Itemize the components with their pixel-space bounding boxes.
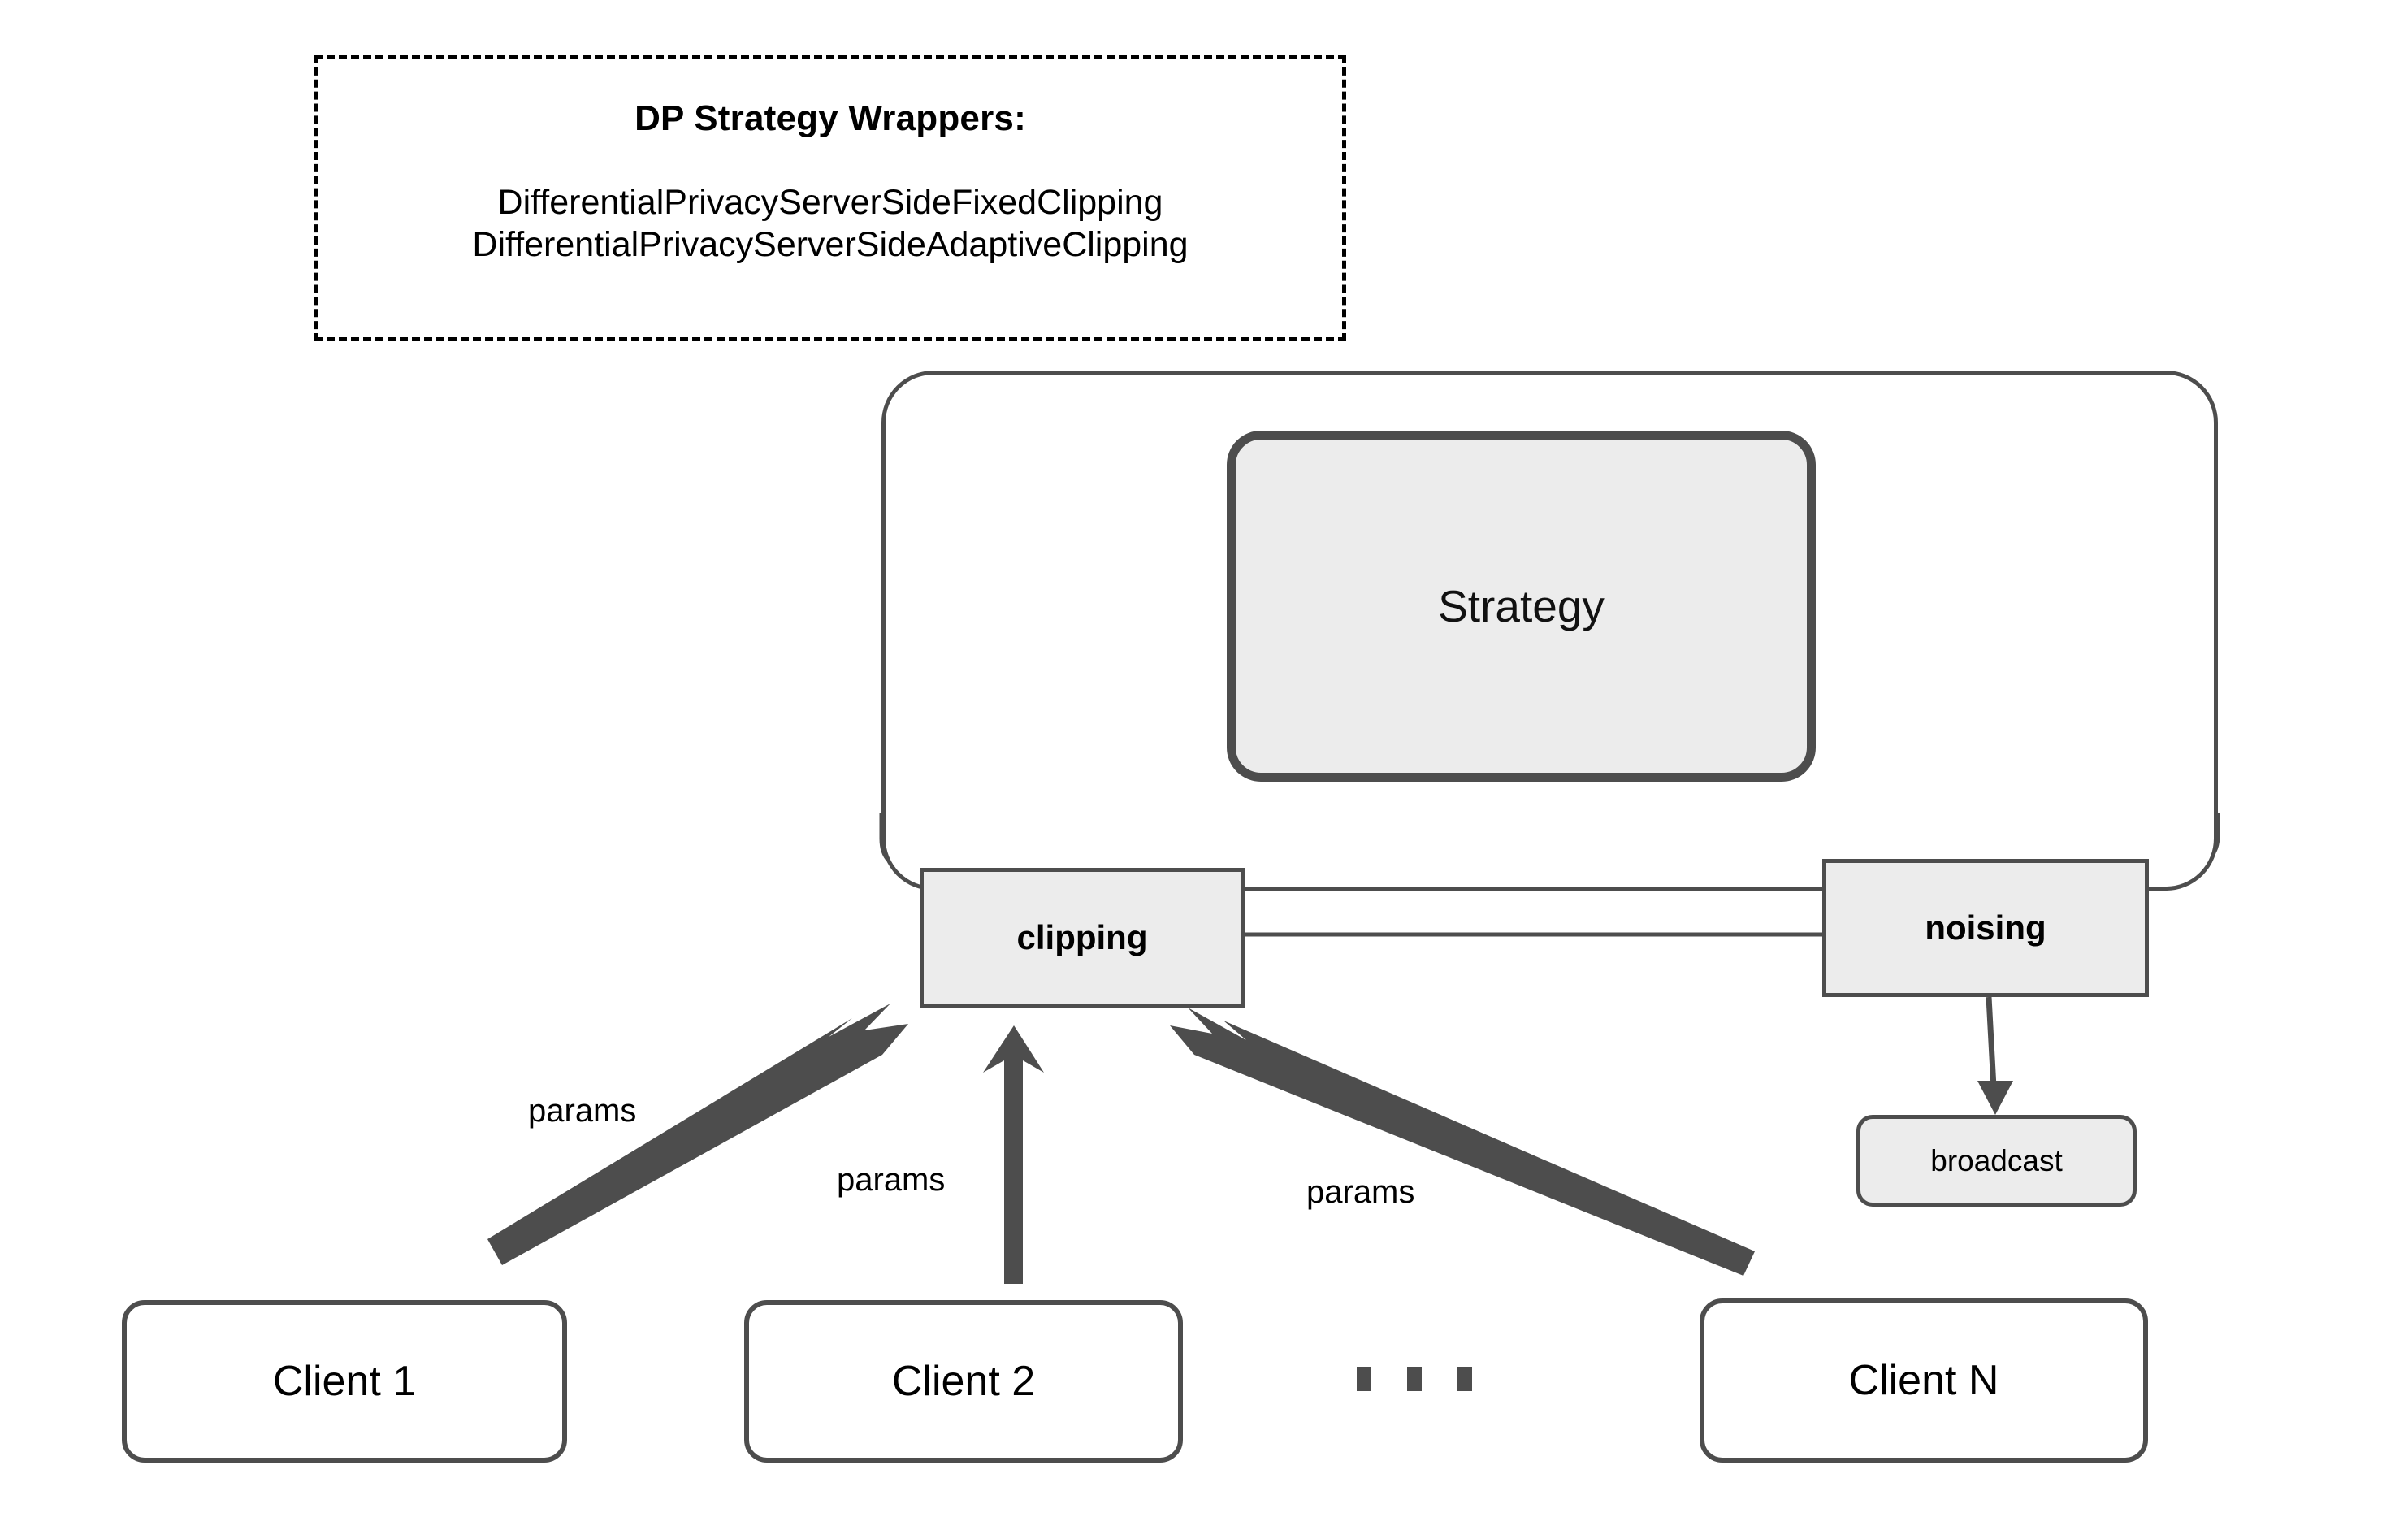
ellipsis-dot (1407, 1367, 1422, 1391)
clipping-node[interactable]: clipping (920, 868, 1245, 1008)
edge-label-params-client-1: params (528, 1093, 637, 1129)
client-2-label: Client 2 (891, 1358, 1036, 1405)
wrapper-name-fixed-clipping: DifferentialPrivacyServerSideFixedClippi… (497, 183, 1163, 222)
client-node-1[interactable]: Client 1 (122, 1300, 567, 1463)
wrapper-name-adaptive-clipping: DifferentialPrivacyServerSideAdaptiveCli… (472, 225, 1189, 265)
noising-node[interactable]: noising (1822, 859, 2149, 997)
note-wrapper-list: DifferentialPrivacyServerSideFixedClippi… (472, 181, 1188, 267)
client-2-params-arrow (983, 1025, 1044, 1284)
ellipsis-dot (1457, 1367, 1472, 1391)
broadcast-label: broadcast (1930, 1143, 2063, 1177)
client-1-params-arrow (487, 1004, 908, 1265)
dp-strategy-wrappers-note: DP Strategy Wrappers: DifferentialPrivac… (314, 55, 1346, 341)
strategy-node[interactable]: Strategy (1227, 431, 1816, 782)
client-1-label: Client 1 (272, 1358, 417, 1405)
client-node-2[interactable]: Client 2 (744, 1300, 1183, 1463)
clipping-label: clipping (1016, 918, 1148, 956)
note-title: DP Strategy Wrappers: (634, 98, 1026, 138)
strategy-label: Strategy (1438, 581, 1605, 631)
edge-label-params-client-n: params (1306, 1174, 1415, 1210)
client-node-n[interactable]: Client N (1700, 1298, 2148, 1463)
edge-label-params-client-2: params (837, 1162, 946, 1198)
broadcast-node[interactable]: broadcast (1856, 1115, 2137, 1207)
noising-to-broadcast-line (1986, 996, 1997, 1088)
ellipsis-dot (1357, 1367, 1371, 1391)
client-n-params-arrow (1170, 1008, 1755, 1276)
noising-label: noising (1925, 908, 2046, 947)
client-n-label: Client N (1848, 1357, 1999, 1404)
noising-to-broadcast-arrowhead (1977, 1081, 2013, 1115)
clients-ellipsis-icon (1357, 1367, 1552, 1391)
